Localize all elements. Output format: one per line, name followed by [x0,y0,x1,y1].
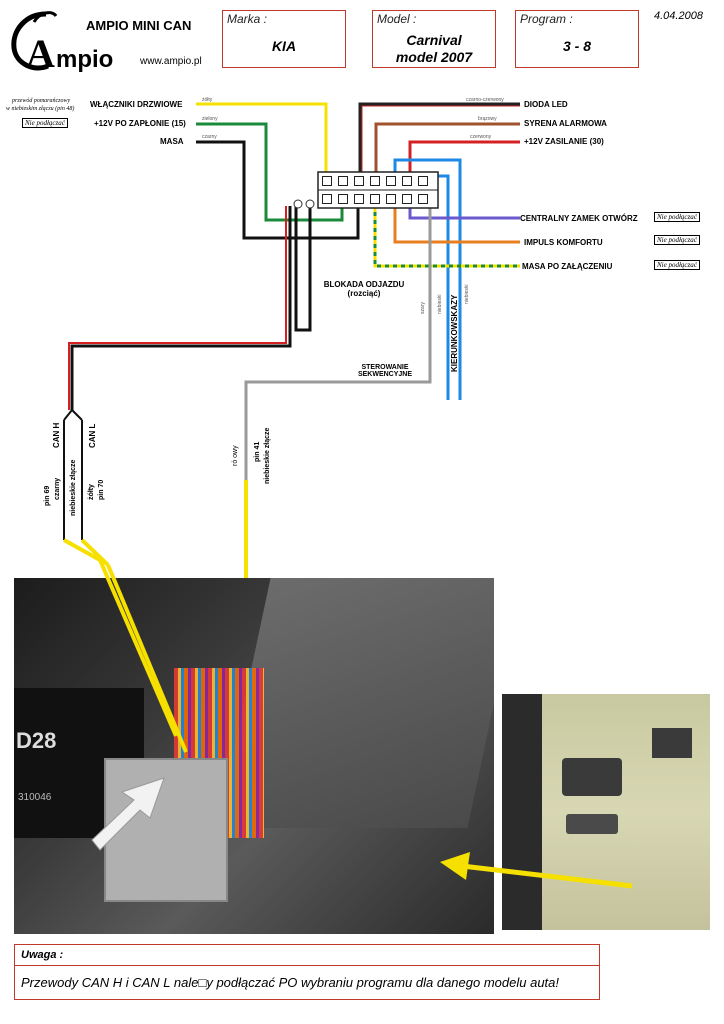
immobilizer-line1: BLOKADA ODJAZDU [323,280,405,289]
pin70-label: pin 70 [98,479,105,500]
label-power: +12V ZASILANIE (30) [524,137,604,146]
blue-conn-label: niebieskie złącze [70,459,77,516]
white-arrow-icon [91,777,165,851]
color-power: czerwony [470,134,492,140]
marka-label: Marka : [227,12,268,26]
rozowy-label: ró owy [232,445,239,466]
immobilizer-label: BLOKADA ODJAZDU (rozciąć) [314,280,414,298]
color-doors: żółty [202,97,213,103]
gray-color-label: szary [420,302,426,314]
website: www.ampio.pl [140,56,202,67]
nie-podlaczac-lock: Nie podłączać [654,212,700,222]
inset-small-panel [652,728,692,758]
inset-dark-edge [502,694,542,930]
zolty-label: żółty [88,484,95,500]
label-siren: SYRENA ALARMOWA [524,119,607,128]
logo-swirl-icon [11,11,58,71]
model-label: Model : [377,12,417,26]
warning-divider [15,965,599,966]
label-lock: CENTRALNY ZAMEK OTWÓRZ [520,214,638,223]
warning-box: Uwaga : Przewody CAN H i CAN L nale□y po… [14,944,600,1000]
program-value: 3 - 8 [562,38,591,54]
warning-message: Przewody CAN H i CAN L nale□y podłączać … [21,975,560,990]
date: 4.04.2008 [654,10,703,22]
marka-value: KIA [271,38,297,54]
inset-button [566,814,618,834]
nie-podlaczac-comfort: Nie podłączać [654,235,700,245]
seq-line2: SEKWENCYJNE [357,371,413,378]
blue-color-label: niebieski [437,294,443,314]
program-box: Program : 3 - 8 [515,10,639,68]
czarny-label: czarny [54,477,61,500]
turn-signals-label: KIERUNKOWSKAZY [450,294,459,372]
photo-code: 310046 [18,792,52,803]
note-orange-line2: w niebieskim złączu (pin 48) [6,106,75,112]
can-l-label: CAN L [88,423,97,448]
model-value-line1: Carnival [406,32,462,48]
seq-line1: STEROWANIE [361,364,409,371]
label-ignition: +12V PO ZAPŁONIE (15) [94,119,186,128]
inset-photo [502,694,710,930]
logo-text: mpio [56,46,114,73]
note-orange-line1: przewód pomarańczowy [12,98,71,104]
color-led: czarno-czerwony [466,97,504,103]
program-label: Program : [520,12,573,26]
pin41-label: pin 41 [254,441,261,462]
marka-box: Marka : KIA [222,10,346,68]
immobilizer-line2: (rozciąć) [347,289,381,298]
label-led: DIODA LED [524,100,568,109]
brand-title: AMPIO MINI CAN [86,18,192,33]
color-siren: brązowy [478,116,497,122]
photo-d28-label: D28 [16,728,57,753]
warning-title: Uwaga : [21,949,64,961]
connector-block [320,174,436,206]
label-ground: MASA [160,137,184,146]
pin69-label: pin 69 [44,485,51,506]
nie-podlaczac-left: Nie podłączać [22,118,68,128]
seq-label: STEROWANIE SEKWENCYJNE [350,364,420,378]
label-doors: WŁĄCZNIKI DRZWIOWE [90,100,183,109]
blue2-color-label: niebieski [464,284,470,304]
color-ground: czarny [202,134,217,140]
inset-switch-panel [562,758,622,796]
main-photo: D28 310046 [14,578,494,934]
ampio-logo: A mpio [4,8,122,76]
logo-letter: A [26,31,55,76]
can-h-label: CAN H [52,422,61,448]
nie-podlaczac-ground: Nie podłączać [654,260,700,270]
color-ignition: zielony [202,116,218,122]
model-box: Model : Carnival model 2007 [372,10,496,68]
label-ground-ign: MASA PO ZAŁĄCZENIU [522,262,613,271]
model-value-line2: model 2007 [395,49,473,65]
label-comfort: IMPULS KOMFORTU [524,238,603,247]
blue-conn2-label: niebieskie złącze [264,427,271,484]
